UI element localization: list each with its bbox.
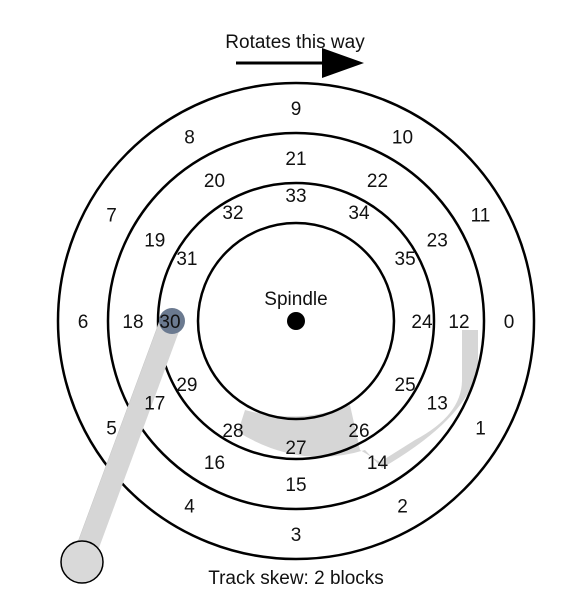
sector-16-label: 16 — [204, 453, 225, 474]
sector-1-label: 1 — [475, 419, 486, 440]
disk-arm — [71, 320, 181, 566]
sector-29-label: 29 — [176, 375, 197, 396]
sector-15-label: 15 — [285, 475, 306, 496]
sector-7-label: 7 — [106, 206, 117, 227]
sector-27-label: 27 — [285, 438, 306, 459]
sector-24-label: 24 — [411, 312, 433, 333]
sector-12-label: 12 — [448, 312, 469, 333]
sector-9-label: 9 — [291, 99, 302, 120]
sector-25-label: 25 — [395, 375, 416, 396]
sector-21-label: 21 — [285, 149, 306, 170]
sector-4-label: 4 — [184, 497, 195, 518]
spindle-label: Spindle — [264, 289, 327, 310]
disk-arm-edge-left — [71, 319, 161, 559]
sector-6-label: 6 — [78, 312, 89, 333]
sector-34-label: 34 — [348, 203, 370, 224]
sector-18-label: 18 — [122, 312, 143, 333]
sector-8-label: 8 — [184, 128, 195, 149]
sector-10-label: 10 — [392, 128, 413, 149]
sector-22-label: 22 — [367, 171, 388, 192]
sector-31-label: 31 — [176, 249, 197, 270]
track-inner-ring — [156, 181, 436, 461]
sector-23-label: 23 — [427, 231, 448, 252]
sector-32-label: 32 — [222, 203, 243, 224]
sector-17-label: 17 — [144, 394, 165, 415]
sector-26-label: 26 — [348, 421, 369, 442]
sector-2-label: 2 — [397, 497, 408, 518]
sector-3-label: 3 — [291, 525, 302, 546]
sector-19-label: 19 — [144, 231, 165, 252]
track-skew-caption: Track skew: 2 blocks — [208, 568, 384, 589]
track-outer-ring — [56, 81, 536, 561]
sector-30-label: 30 — [159, 312, 180, 333]
sector-35-label: 35 — [395, 249, 416, 270]
sector-14-label: 14 — [367, 453, 389, 474]
sector-11-label: 11 — [471, 206, 491, 227]
sector-20-label: 20 — [204, 171, 225, 192]
sector-13-label: 13 — [427, 394, 448, 415]
sector-labels: 0123456789101112131415161718192021222324… — [78, 99, 515, 546]
arm-pivot — [60, 540, 104, 584]
spindle-dot — [287, 312, 305, 330]
sector-33-label: 33 — [285, 186, 306, 207]
track-middle-ring — [106, 131, 486, 511]
sector-28-label: 28 — [222, 421, 243, 442]
disk-head — [159, 308, 185, 334]
sector-0-label: 0 — [504, 312, 515, 333]
skew-highlight-band — [238, 330, 478, 468]
rotation-label: Rotates this way — [225, 32, 365, 53]
spindle-ring — [196, 221, 396, 421]
sector-5-label: 5 — [106, 419, 117, 440]
